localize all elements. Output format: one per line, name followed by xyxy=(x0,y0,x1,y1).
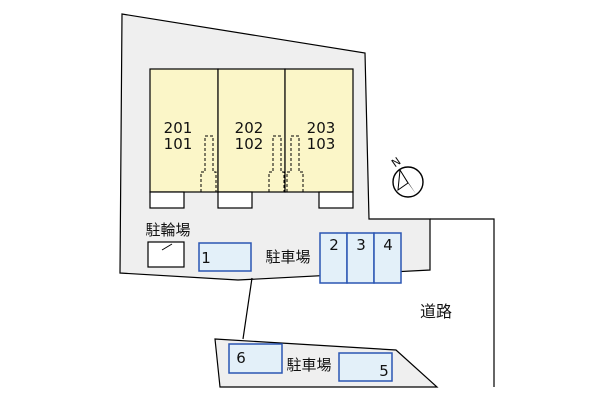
parking-space-6: 6 xyxy=(228,343,283,374)
parking-label-lower: 駐車場 xyxy=(286,356,331,374)
balcony-2 xyxy=(217,191,253,209)
entrance-dashes-3 xyxy=(286,135,304,192)
road-edge-line xyxy=(430,218,495,387)
bicycle-parking-area xyxy=(147,241,185,268)
unit-label-102: 102 xyxy=(235,135,264,153)
parking-space-1: 1 xyxy=(198,242,252,272)
parking-space-3 xyxy=(346,232,375,284)
unit-label-201: 201 xyxy=(164,119,193,137)
road-label: 道路 xyxy=(420,302,452,321)
compass-north-label: N xyxy=(389,155,403,170)
unit-block-2 xyxy=(217,68,286,193)
parking-label-upper: 駐車場 xyxy=(265,248,310,266)
parking-space-label: 3 xyxy=(356,236,366,254)
unit-label-103: 103 xyxy=(307,135,336,153)
bicycle-parking-label: 駐輪場 xyxy=(145,221,190,239)
balcony-1 xyxy=(149,191,185,209)
parking-space-label: 4 xyxy=(383,236,393,254)
compass-needle-light xyxy=(397,168,409,192)
parking-space-5: 5 xyxy=(338,352,393,382)
parking-spaces-2-4: 2 3 4 xyxy=(319,232,402,284)
building: 201 101 202 102 203 103 xyxy=(149,68,354,209)
unit-label-203: 203 xyxy=(307,119,336,137)
connector-line xyxy=(242,277,253,340)
unit-label-101: 101 xyxy=(164,135,193,153)
unit-block-1 xyxy=(149,68,219,193)
unit-label-202: 202 xyxy=(235,119,264,137)
parking-space-label: 5 xyxy=(379,362,389,380)
north-compass: N xyxy=(389,155,424,198)
balcony-3 xyxy=(318,191,354,209)
parking-space-label: 2 xyxy=(329,236,339,254)
unit-block-3 xyxy=(284,68,354,193)
entrance-dashes-1 xyxy=(200,135,217,192)
parking-space-label: 6 xyxy=(236,349,246,367)
parking-space-4 xyxy=(373,232,402,284)
entrance-dashes-2 xyxy=(268,135,285,192)
parking-space-label: 1 xyxy=(201,249,211,267)
